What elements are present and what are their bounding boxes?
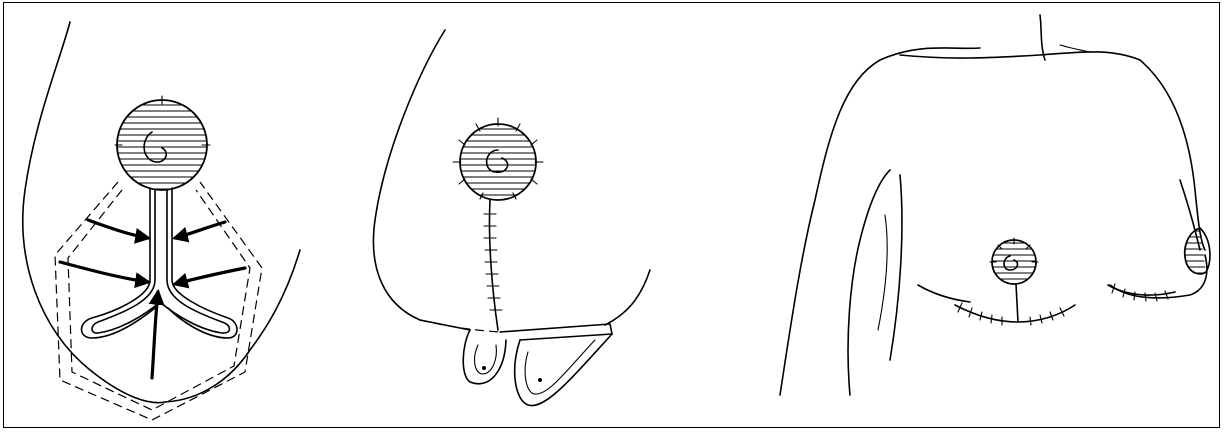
panel-1-arrow-upper-right: [175, 222, 225, 238]
panel-2-tissue-strip: [500, 324, 612, 340]
panel-3-right-shoulder-outline: [1140, 60, 1205, 250]
panel-1-arrow-lower-left: [60, 262, 148, 282]
panel-3-right-areola: [1185, 228, 1206, 274]
panel-3-right-inframammary-scar: [1108, 285, 1175, 295]
panel-2-breast-outline: [373, 30, 445, 320]
panel-1-arrow-upper-left: [88, 220, 148, 238]
panel-3-left-torso-line: [890, 175, 902, 360]
panel-3-collarbone-detail: [1060, 45, 1090, 52]
panel-2-right-flap-inner: [525, 340, 595, 394]
panel-3-neck-line-left: [1040, 15, 1045, 60]
panel-3-torso-view: [780, 15, 1210, 395]
panel-1-breast-outline-left: [23, 22, 165, 403]
panel-3-left-areola: [992, 240, 1036, 284]
panel-3-left-inframammary-scar: [955, 305, 1075, 322]
panel-1-areola: [117, 100, 207, 190]
panel-3-left-shoulder-outline: [780, 48, 980, 395]
panel-3-left-armpit-line: [848, 170, 890, 395]
panel-2-left-flap-inner: [475, 345, 497, 374]
panel-3-left-vertical-scar: [1016, 284, 1018, 322]
panel-2-areola: [460, 124, 536, 200]
panel-3-arm-contour: [878, 215, 887, 330]
panel-2-right-flap: [515, 334, 612, 406]
panel-2-lateral-view: [373, 30, 650, 406]
panel-1-incision-left: [82, 188, 156, 338]
panel-1-marking-diagram: [23, 22, 300, 420]
panel-1-arrow-lower-right: [175, 268, 245, 284]
panel-2-left-flap: [463, 330, 506, 384]
panel-1-arrow-up: [152, 292, 158, 378]
panel-2-flap-dot: [482, 366, 486, 370]
panel-3-clavicle-line: [900, 52, 1140, 60]
panel-1-breast-outline-right: [165, 250, 300, 402]
panel-2-flap-dot: [538, 378, 542, 382]
panel-2-right-contour: [605, 270, 650, 325]
panel-3-left-breast-contour: [918, 285, 970, 302]
